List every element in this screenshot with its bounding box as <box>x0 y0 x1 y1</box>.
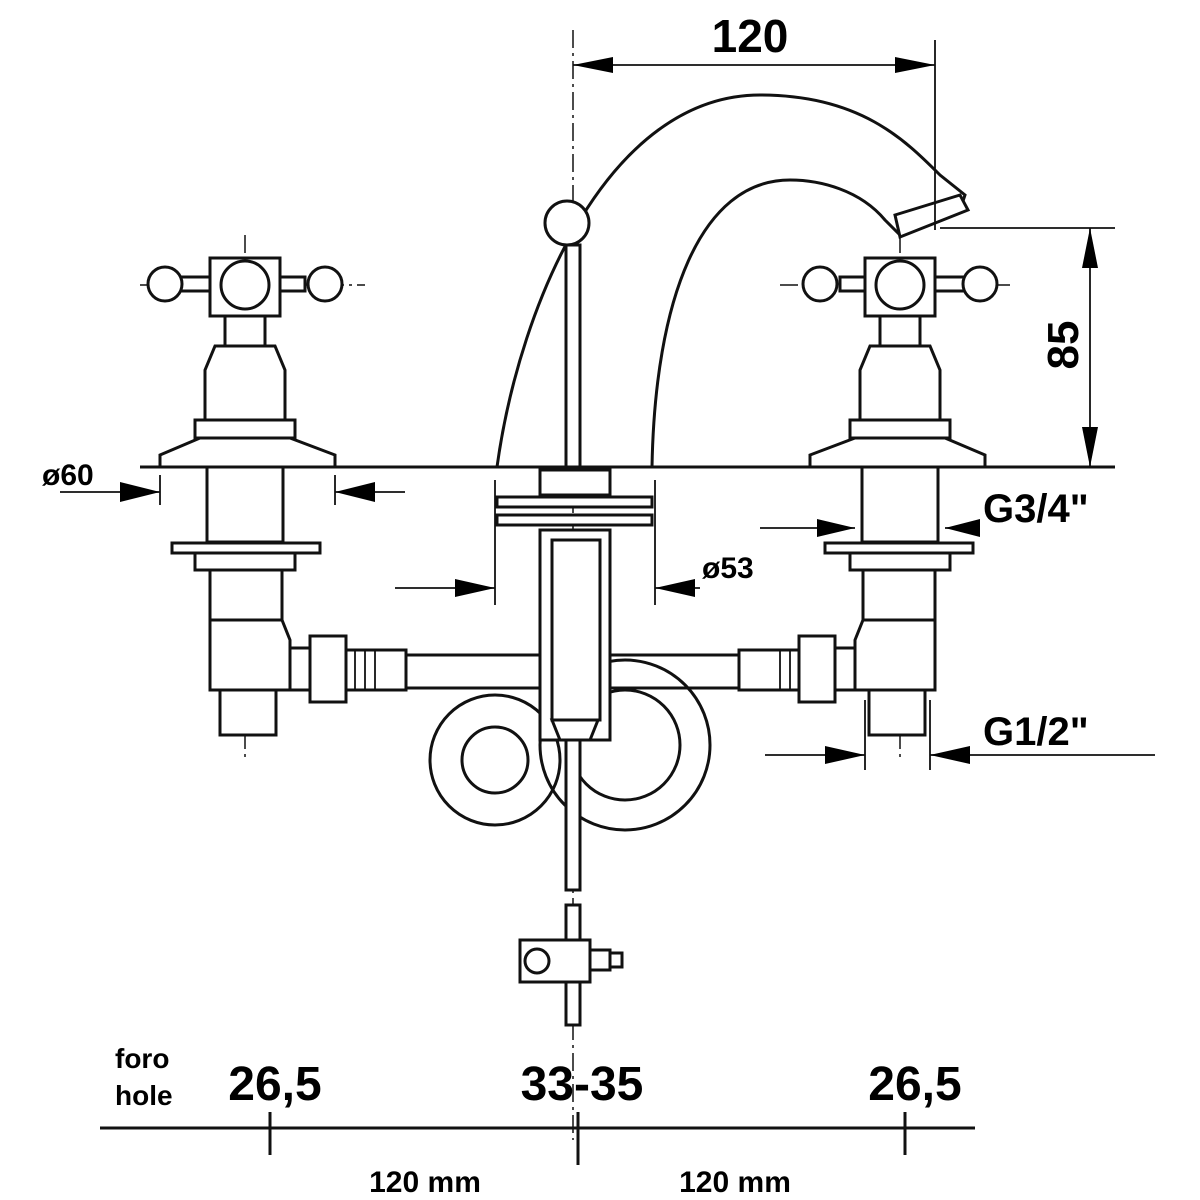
hole-right: 26,5 <box>868 1058 961 1111</box>
hole-left: 26,5 <box>228 1058 321 1111</box>
dim-flange-left: ø60 <box>42 459 94 492</box>
spout <box>495 93 971 469</box>
dim-spout-reach: 120 <box>712 10 789 62</box>
hoses <box>406 653 740 832</box>
right-valve <box>737 256 999 737</box>
hole-label-it: foro <box>115 1043 169 1074</box>
spacing-left: 120 mm <box>369 1166 481 1199</box>
spout-fixing <box>495 468 654 1027</box>
dim-thread-bottom: G1/2" <box>983 710 1089 754</box>
hole-label-en: hole <box>115 1080 173 1111</box>
dim-thread-top: G3/4" <box>983 487 1089 531</box>
popup-rod <box>543 199 591 469</box>
hole-center: 33-35 <box>521 1058 644 1111</box>
dimension-lines <box>60 40 1155 1165</box>
spacing-right: 120 mm <box>679 1166 791 1199</box>
left-valve <box>146 256 408 737</box>
dim-flange-center: ø53 <box>702 552 754 585</box>
dim-spout-height: 85 <box>1039 321 1088 370</box>
